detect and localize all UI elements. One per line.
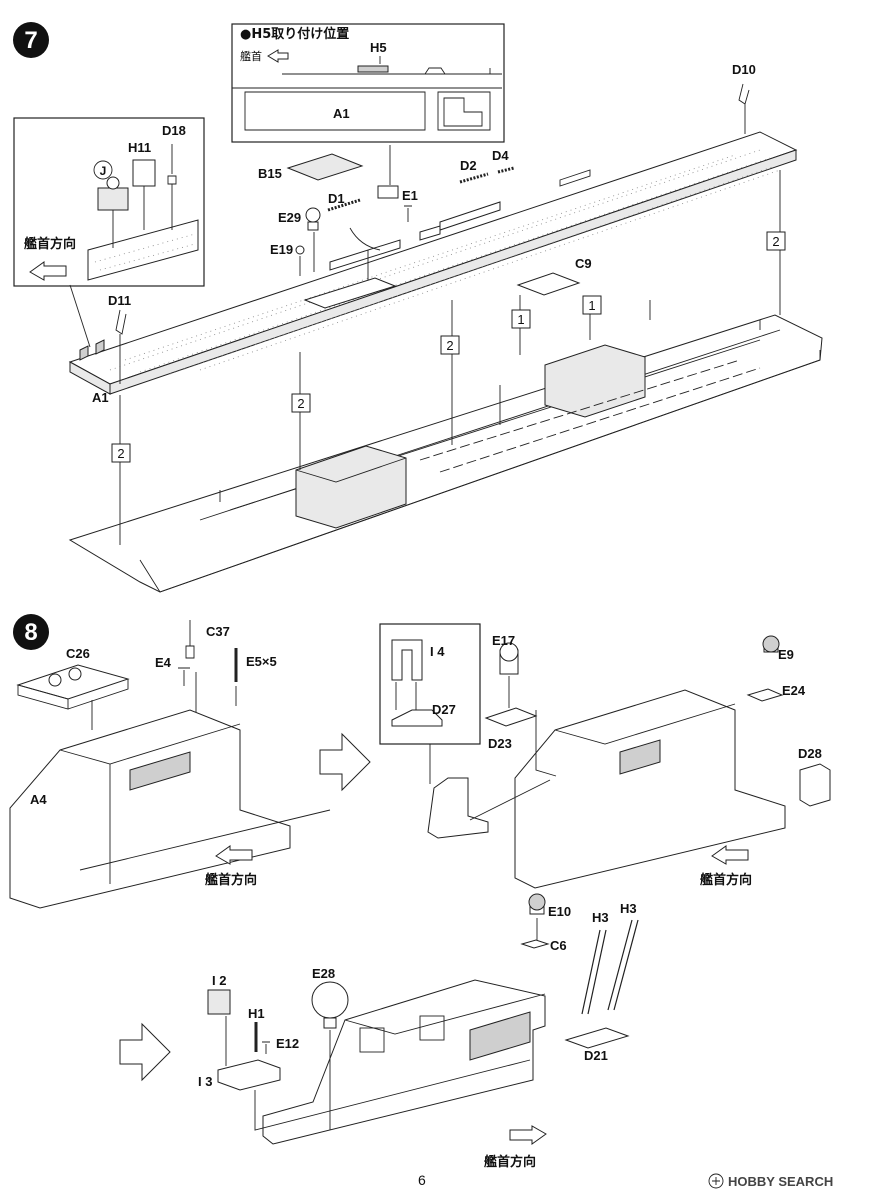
part-label-c37: C37 bbox=[206, 624, 230, 639]
part-label-d11: D11 bbox=[108, 293, 131, 308]
island-substep-1: C26 C37 E5×5 E4 A4 艦首方向 bbox=[9, 620, 331, 909]
bow-arrow-icon bbox=[215, 845, 253, 865]
part-label-c6: C6 bbox=[550, 938, 567, 953]
part-label-e28: E28 bbox=[312, 966, 335, 981]
page-number: 6 bbox=[418, 1172, 426, 1188]
inset-title: ●H5取り付け位置 bbox=[240, 26, 349, 42]
bow-direction-label: 艦首方向 bbox=[484, 1154, 536, 1170]
elevator-opening bbox=[303, 277, 397, 309]
island-block-sub2 bbox=[514, 689, 786, 889]
part-label-e1: E1 bbox=[402, 188, 418, 203]
bow-label: 艦首 bbox=[240, 49, 262, 63]
part-label-d23: D23 bbox=[488, 736, 512, 751]
step-7: 7 ●H5取り付け位置 艦首 H5 A1 D18 H11 J bbox=[13, 22, 823, 593]
callout-1: 1 bbox=[517, 312, 524, 327]
part-label-j: J bbox=[100, 164, 107, 178]
hangar-elevator-well bbox=[295, 445, 407, 529]
part-label-i2: I 2 bbox=[212, 973, 226, 988]
part-label-i4: I 4 bbox=[430, 644, 445, 659]
island-block-sub3 bbox=[262, 979, 546, 1145]
bow-detail-inset: D18 H11 J 艦首方向 bbox=[13, 117, 205, 348]
deck-parts: B15 D1 E1 D2 D4 E29 E19 D10 D11 A1 bbox=[92, 62, 756, 405]
callout-1: 1 bbox=[588, 298, 595, 313]
part-label-h1: H1 bbox=[248, 1006, 265, 1021]
bow-direction-label: 艦首方向 bbox=[24, 236, 76, 252]
flight-deck bbox=[68, 131, 798, 395]
part-label-e12: E12 bbox=[276, 1036, 299, 1051]
part-label-e19: E19 bbox=[270, 242, 293, 257]
bow-arrow-icon bbox=[29, 261, 67, 281]
part-label-i3: I 3 bbox=[198, 1074, 212, 1089]
part-label-e5: E5×5 bbox=[246, 654, 277, 669]
part-c9 bbox=[516, 272, 581, 296]
step-7-badge: 7 bbox=[13, 22, 49, 58]
callout-2: 2 bbox=[297, 396, 304, 411]
part-label-e29: E29 bbox=[278, 210, 301, 225]
part-label-a1: A1 bbox=[333, 106, 350, 121]
part-label-d27: D27 bbox=[432, 702, 456, 717]
bow-direction-label: 艦首方向 bbox=[205, 872, 257, 888]
callout-2: 2 bbox=[446, 338, 453, 353]
part-label-e9: E9 bbox=[778, 647, 794, 662]
part-label-a1: A1 bbox=[92, 390, 109, 405]
part-label-h5: H5 bbox=[370, 40, 387, 55]
part-label-e24: E24 bbox=[782, 683, 806, 698]
bow-arrow-icon-right bbox=[509, 1125, 547, 1145]
part-label-e10: E10 bbox=[548, 904, 571, 919]
step-number: 8 bbox=[24, 619, 37, 646]
hull: C9 bbox=[68, 170, 823, 593]
h5-position-inset: ●H5取り付け位置 艦首 H5 A1 bbox=[231, 23, 505, 143]
part-label-d18: D18 bbox=[162, 123, 186, 138]
part-label-d21: D21 bbox=[584, 1048, 608, 1063]
part-label-d1: D1 bbox=[328, 191, 345, 206]
director-part bbox=[97, 187, 129, 211]
next-step-arrow-icon bbox=[119, 1022, 171, 1082]
part-label-e17: E17 bbox=[492, 633, 515, 648]
step-8: 8 C26 C37 E5×5 E4 A4 艦首方向 bbox=[9, 614, 831, 1170]
next-step-arrow-icon bbox=[319, 732, 371, 792]
bow-arrow-icon bbox=[711, 845, 749, 865]
part-label-b15: B15 bbox=[258, 166, 282, 181]
part-label-c26: C26 bbox=[66, 646, 90, 661]
step-8-badge: 8 bbox=[13, 614, 49, 650]
part-b15 bbox=[286, 153, 364, 181]
part-label-e4: E4 bbox=[155, 655, 172, 670]
step-number: 7 bbox=[24, 27, 37, 54]
island-substep-3: E10 C6 H3 H3 D21 I 2 H1 E12 I 3 E28 bbox=[198, 893, 639, 1170]
island-substep-2: I 4 D27 E17 D23 E9 E24 D28 艦首方向 bbox=[379, 623, 831, 889]
hobbysearch-logo-icon bbox=[712, 1177, 720, 1185]
part-label-d10: D10 bbox=[732, 62, 756, 77]
watermark: HOBBY SEARCH bbox=[708, 1173, 833, 1189]
part-label-d2: D2 bbox=[460, 158, 477, 173]
arrow-left-icon bbox=[267, 49, 289, 63]
watermark-text: HOBBY SEARCH bbox=[728, 1174, 833, 1189]
part-label-h3: H3 bbox=[592, 910, 609, 925]
part-label-h11: H11 bbox=[128, 140, 151, 155]
part-label-d28: D28 bbox=[798, 746, 822, 761]
part-label-h3: H3 bbox=[620, 901, 637, 916]
callout-2: 2 bbox=[772, 234, 779, 249]
bow-direction-label: 艦首方向 bbox=[700, 872, 752, 888]
part-label-d4: D4 bbox=[492, 148, 509, 163]
part-label-a4: A4 bbox=[30, 792, 47, 807]
callout-2: 2 bbox=[117, 446, 124, 461]
part-label-c9: C9 bbox=[575, 256, 592, 271]
callout-boxes: 2 2 2 1 1 2 bbox=[111, 231, 786, 463]
